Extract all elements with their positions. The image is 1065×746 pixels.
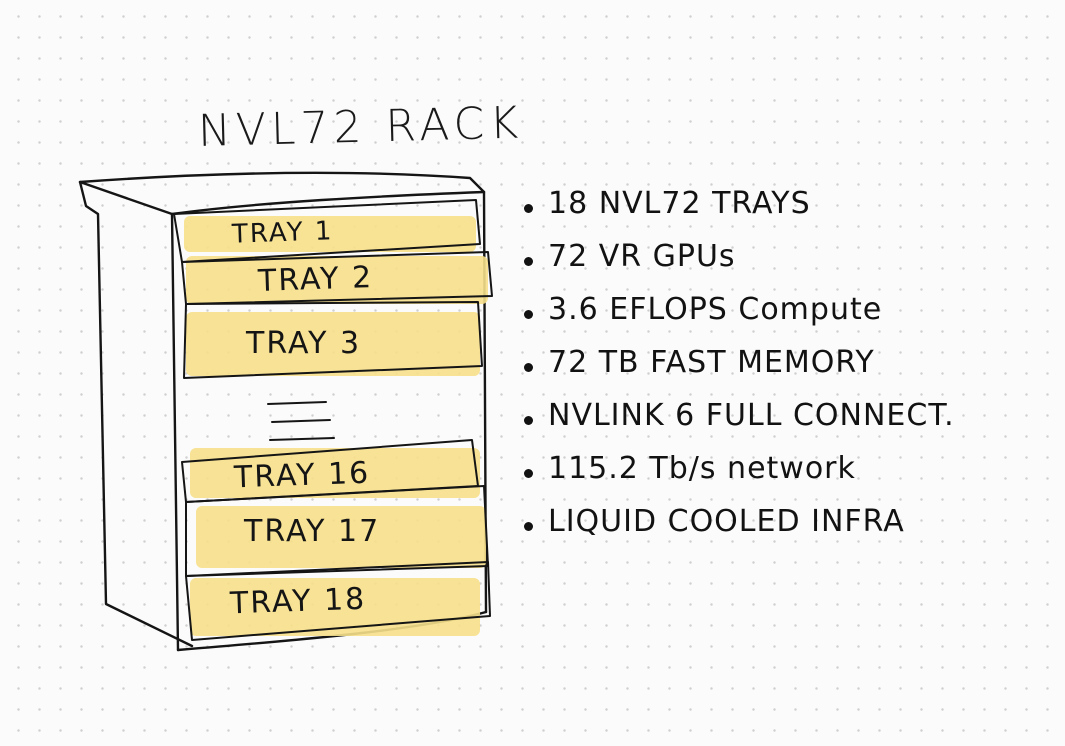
tray-highlight-17 bbox=[196, 506, 486, 568]
ellipsis-separator bbox=[267, 401, 335, 441]
bullet-icon bbox=[524, 310, 533, 319]
tray-outline-1 bbox=[173, 199, 481, 263]
tray-highlight-16 bbox=[190, 448, 480, 498]
bullet-icon bbox=[524, 416, 533, 425]
spec-text: LIQUID COOLED INFRA bbox=[548, 504, 905, 539]
bullet-icon bbox=[524, 363, 533, 372]
spec-text: NVLINK 6 FULL CONNECT. bbox=[548, 398, 955, 433]
tray-label-18: TRAY 18 bbox=[229, 581, 367, 622]
tray-label-3: TRAY 3 bbox=[246, 326, 362, 361]
spec-text: 115.2 Tb/s network bbox=[548, 451, 856, 486]
spec-text: 72 TB FAST MEMORY bbox=[548, 345, 875, 380]
tray-highlights bbox=[184, 216, 488, 636]
spec-text: 18 NVL72 TRAYS bbox=[548, 186, 811, 221]
tray-label-17: TRAY 17 bbox=[244, 514, 381, 549]
tray-highlight-2 bbox=[186, 256, 488, 304]
spec-text: 72 VR GPUs bbox=[548, 239, 736, 274]
bullet-icon bbox=[524, 257, 533, 266]
rack-title: NVL72 RACK bbox=[197, 97, 524, 157]
bullet-icon bbox=[524, 469, 533, 478]
spec-text: 3.6 EFLOPS Compute bbox=[548, 292, 883, 327]
tray-label-16: TRAY 16 bbox=[233, 455, 371, 496]
bullet-icon bbox=[524, 204, 533, 213]
tray-outline-2 bbox=[181, 251, 493, 305]
tray-outline-18 bbox=[185, 561, 491, 641]
tray-label-2: TRAY 2 bbox=[257, 260, 374, 299]
tray-outline-3 bbox=[183, 301, 483, 379]
tray-highlight-18 bbox=[190, 578, 480, 636]
tray-highlight-1 bbox=[184, 216, 476, 252]
tray-label-1: TRAY 1 bbox=[231, 216, 334, 250]
tray-highlight-3 bbox=[186, 312, 480, 376]
tray-outlines bbox=[173, 199, 493, 641]
bullet-icon bbox=[524, 522, 533, 531]
